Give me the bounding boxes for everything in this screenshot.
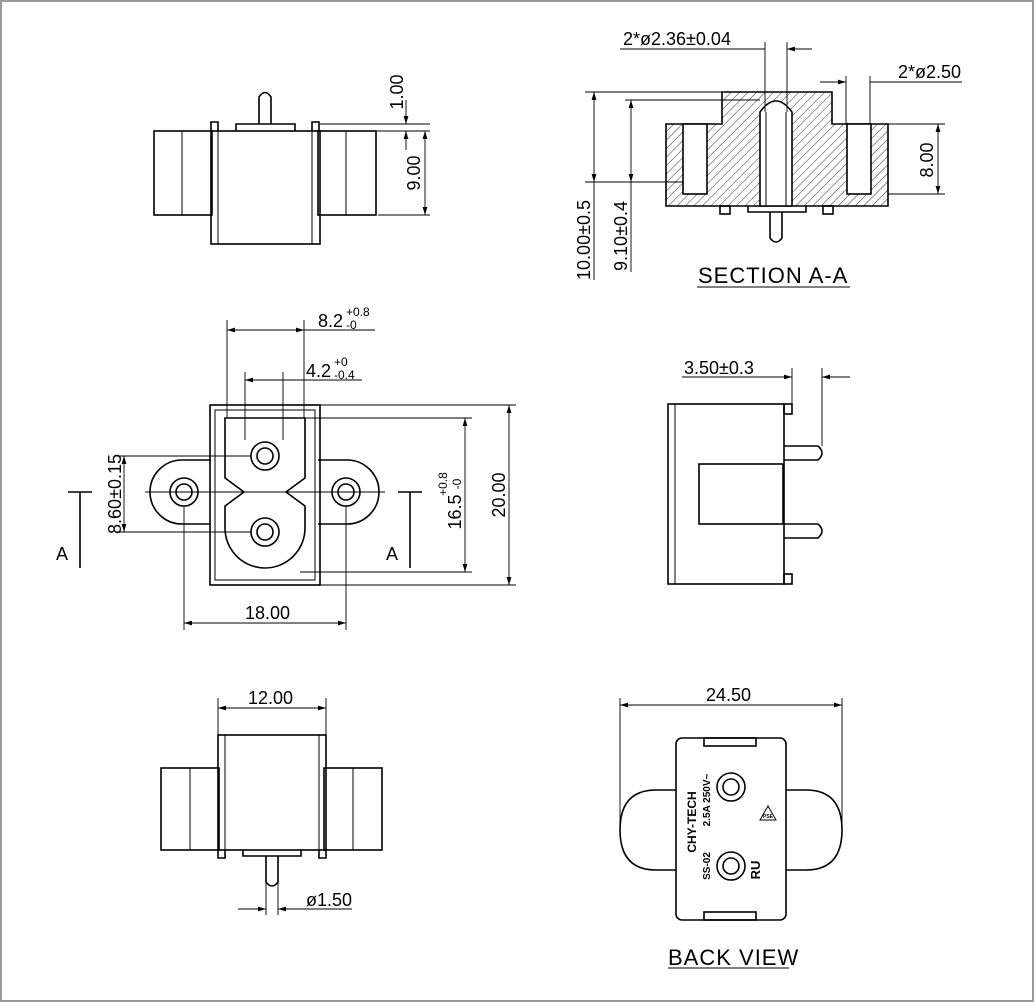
top-view xyxy=(153,91,430,245)
dim-16-5-tol-lower: -0 xyxy=(450,478,464,489)
ul-recognized-mark: RU xyxy=(748,861,763,880)
back-view-title: BACK VIEW xyxy=(668,945,799,970)
back-label-model: SS-02 xyxy=(702,852,713,880)
section-title: SECTION A-A xyxy=(698,263,848,288)
pse-mark: PSE xyxy=(763,814,774,820)
dim-16-5-tol-upper: +0.8 xyxy=(436,472,450,496)
section-mark-left: A xyxy=(56,544,68,564)
dim-16-5: 16.5 xyxy=(445,494,465,529)
back-label-brand: CHY-TECH xyxy=(685,791,699,852)
dim-20-00: 20.00 xyxy=(489,472,509,517)
dim-8-2-tol-lower: -0 xyxy=(346,318,357,332)
dim-9-10: 9.10±0.4 xyxy=(611,201,631,271)
dim-4-2-tol-upper: +0 xyxy=(334,355,348,369)
front-view xyxy=(68,320,516,630)
dim-3-50: 3.50±0.3 xyxy=(684,358,754,378)
dim-9-00: 9.00 xyxy=(404,155,424,190)
back-label-rating: 2.5A 250V~ xyxy=(702,773,713,826)
dim-8-2-tol-upper: +0.8 xyxy=(346,305,370,319)
dim-4-2-tol-lower: -0.4 xyxy=(334,368,355,382)
side-view xyxy=(667,368,850,585)
dim-10-00: 10.00±0.5 xyxy=(574,200,594,280)
section-mark-right: A xyxy=(386,544,398,564)
dim-2x-dia-2-50: 2*ø2.50 xyxy=(898,62,961,82)
section-a-a-view xyxy=(585,42,962,288)
dim-1-00: 1.00 xyxy=(387,74,407,109)
dim-18-00: 18.00 xyxy=(245,603,290,623)
dim-8-00: 8.00 xyxy=(917,142,937,177)
dim-12-00: 12.00 xyxy=(248,688,293,708)
dim-8-2: 8.2 xyxy=(318,311,343,331)
dim-24-50: 24.50 xyxy=(706,685,751,705)
back-view xyxy=(619,698,843,969)
dim-2x-dia-2-36: 2*ø2.36±0.04 xyxy=(623,29,731,49)
dim-4-2: 4.2 xyxy=(306,361,331,381)
bottom-view xyxy=(160,698,383,915)
dim-8-60: 8.60±0.15 xyxy=(105,454,125,534)
dim-dia-1-50: ø1.50 xyxy=(306,890,352,910)
